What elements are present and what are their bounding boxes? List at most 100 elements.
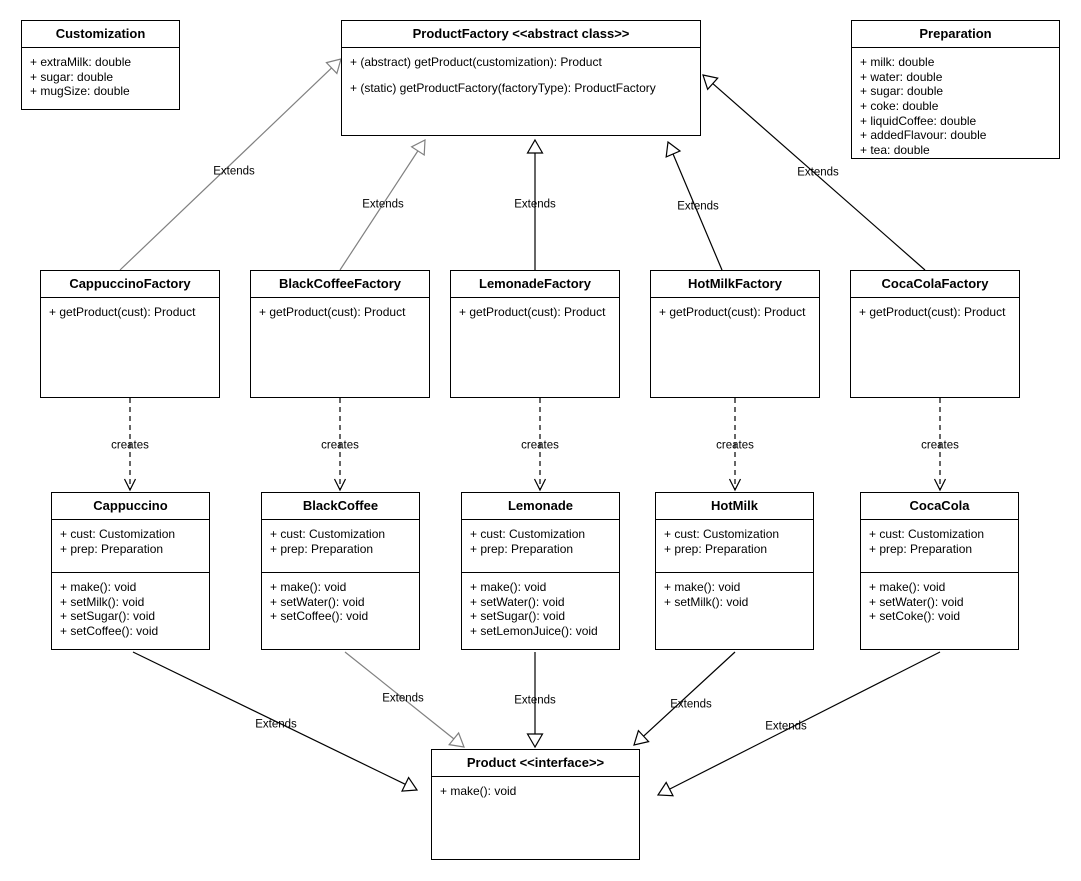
uml-class-title-lemonade-factory: LemonadeFactory — [451, 271, 619, 298]
uml-class-product-factory[interactable]: ProductFactory <<abstract class>> + (abst… — [341, 20, 701, 136]
uml-member: + sugar: double — [860, 84, 944, 99]
uml-class-cappuccino-factory[interactable]: CappuccinoFactory + getProduct(cust): Pro… — [40, 270, 220, 398]
uml-class-preparation[interactable]: Preparation+ milk: double+ water: double… — [851, 20, 1060, 159]
uml-class-title-customization: Customization — [22, 21, 179, 48]
uml-class-cocacola[interactable]: CocaCola+ cust: Customization+ prep: Pre… — [860, 492, 1019, 650]
uml-compartment-hotmilk-1: + make(): void+ setMilk(): void — [656, 572, 813, 649]
uml-class-cappuccino[interactable]: Cappuccino+ cust: Customization+ prep: P… — [51, 492, 210, 650]
uml-class-title-cocacola: CocaCola — [861, 493, 1018, 520]
uml-class-cocacola-factory[interactable]: CocaColaFactory + getProduct(cust): Produ… — [850, 270, 1020, 398]
uml-class-title-hotmilk-factory: HotMilkFactory — [651, 271, 819, 298]
uml-compartment-blackcoffee-1: + make(): void+ setWater(): void+ setCof… — [262, 572, 419, 649]
inheritance-arrowhead-icon — [410, 138, 426, 157]
uml-member: + setMilk(): void — [664, 594, 749, 609]
edge-label-hotmilkfactory-creates-hotmilk: creates — [716, 439, 754, 452]
inheritance-arrowhead-icon — [665, 140, 682, 158]
uml-member: + setSugar(): void — [60, 609, 156, 624]
uml-member: + extraMilk: double — [30, 55, 132, 69]
uml-member: + (abstract) getProduct(customization): … — [350, 55, 602, 69]
uml-member: + coke: double — [860, 98, 939, 113]
edge-label-cocacolafactory-extends-productfactory: Extends — [797, 166, 839, 179]
uml-class-blackcoffee[interactable]: BlackCoffee + cust: Customization+ prep: … — [261, 492, 420, 650]
uml-compartment-cappuccino-factory-0: + getProduct(cust): Product — [41, 298, 219, 397]
uml-compartment-product-0: + make(): void — [432, 777, 639, 859]
edge-label-blackcoffeefactory-creates-blackcoffee: creates — [321, 439, 359, 452]
uml-member: + getProduct(cust): Product — [259, 305, 406, 319]
inheritance-arrowhead-icon — [633, 729, 650, 746]
uml-class-lemonade-factory[interactable]: LemonadeFactory+ getProduct(cust): Produ… — [450, 270, 620, 398]
uml-member: + cust: Customization — [470, 527, 586, 541]
uml-class-title-product-factory: ProductFactory <<abstract class>> — [342, 21, 700, 48]
edge-label-blackcoffee-extends-product: Extends — [382, 692, 424, 705]
uml-member: + prep: Preparation — [664, 541, 768, 556]
uml-class-title-preparation: Preparation — [852, 21, 1059, 48]
uml-class-customization[interactable]: Customization+ extraMilk: double+ sugar:… — [21, 20, 180, 110]
edge-label-blackcoffeefactory-extends-productfactory: Extends — [362, 198, 404, 211]
uml-class-title-cappuccino-factory: CappuccinoFactory — [41, 271, 219, 298]
uml-compartment-cocacola-1: + make(): void+ setWater(): void+ setCok… — [861, 572, 1018, 649]
uml-compartment-product-factory-0: + (abstract) getProduct(customization): … — [342, 48, 700, 135]
uml-compartment-cappuccino-1: + make(): void+ setMilk(): void+ setSuga… — [52, 572, 209, 649]
uml-member: + setWater(): void — [270, 594, 365, 609]
uml-compartment-lemonade-factory-0: + getProduct(cust): Product — [451, 298, 619, 397]
uml-member: + addedFlavour: double — [860, 128, 987, 143]
uml-member: + tea: double — [860, 142, 930, 157]
uml-member: + make(): void — [470, 580, 547, 594]
uml-class-hotmilk-factory[interactable]: HotMilkFactory + getProduct(cust): Produc… — [650, 270, 820, 398]
uml-member: + prep: Preparation — [470, 541, 574, 556]
uml-member: + getProduct(cust): Product — [49, 305, 196, 319]
uml-class-lemonade[interactable]: Lemonade+ cust: Customization+ prep: Pre… — [461, 492, 620, 650]
dependency-arrowhead-icon — [728, 478, 742, 492]
edge-label-hotmilkfactory-extends-productfactory: Extends — [677, 200, 719, 213]
inheritance-arrowhead-icon — [526, 733, 544, 749]
dependency-arrowhead-icon — [333, 478, 347, 492]
uml-member: + make(): void — [270, 580, 347, 594]
uml-member: + setWater(): void — [470, 594, 565, 609]
inheritance-arrowhead-icon — [526, 138, 544, 154]
uml-class-title-blackcoffee: BlackCoffee — [262, 493, 419, 520]
dependency-arrowhead-icon — [933, 478, 947, 492]
uml-member: + cust: Customization — [664, 527, 780, 541]
uml-member: + getProduct(cust): Product — [859, 305, 1006, 319]
inheritance-arrowhead-icon — [325, 58, 342, 75]
uml-member: + prep: Preparation — [869, 541, 973, 556]
uml-class-product[interactable]: Product <<interface>> + make(): void — [431, 749, 640, 860]
uml-member: + setCoke(): void — [869, 609, 961, 624]
inheritance-arrowhead-icon — [448, 731, 465, 748]
uml-class-title-cocacola-factory: CocaColaFactory — [851, 271, 1019, 298]
uml-compartment-hotmilk-factory-0: + getProduct(cust): Product — [651, 298, 819, 397]
uml-member: + mugSize: double — [30, 84, 130, 99]
uml-member: + cust: Customization — [270, 527, 386, 541]
edge-label-cappuccino-extends-product: Extends — [255, 718, 297, 731]
uml-member: + getProduct(cust): Product — [659, 305, 806, 319]
uml-member: + make(): void — [60, 580, 137, 594]
edge-label-cocacolafactory-creates-cocacola: creates — [921, 439, 959, 452]
uml-class-title-lemonade: Lemonade — [462, 493, 619, 520]
inheritance-arrowhead-icon — [401, 776, 419, 792]
uml-member: + setCoffee(): void — [60, 623, 159, 638]
uml-member: + (static) getProductFactory(factoryType… — [350, 80, 656, 95]
uml-compartment-hotmilk-0: + cust: Customization+ prep: Preparation — [656, 520, 813, 572]
uml-member: + make(): void — [869, 580, 946, 594]
uml-member: + water: double — [860, 69, 943, 84]
uml-compartment-lemonade-0: + cust: Customization+ prep: Preparation — [462, 520, 619, 572]
edge-label-lemonade-extends-product: Extends — [514, 694, 556, 707]
uml-class-hotmilk[interactable]: HotMilk+ cust: Customization+ prep: Prep… — [655, 492, 814, 650]
uml-class-title-product: Product <<interface>> — [432, 750, 639, 777]
edge-label-lemonadefactory-creates-lemonade: creates — [521, 439, 559, 452]
uml-compartment-lemonade-1: + make(): void+ setWater(): void+ setSug… — [462, 572, 619, 649]
uml-member: + cust: Customization — [869, 527, 985, 541]
uml-class-title-blackcoffee-factory: BlackCoffeeFactory — [251, 271, 429, 298]
edge-label-lemonadefactory-extends-productfactory: Extends — [514, 198, 556, 211]
uml-compartment-cappuccino-0: + cust: Customization+ prep: Preparation — [52, 520, 209, 572]
uml-class-title-hotmilk: HotMilk — [656, 493, 813, 520]
edge-label-cocacola-extends-product: Extends — [765, 720, 807, 733]
uml-member: + prep: Preparation — [270, 541, 374, 556]
uml-member: + cust: Customization — [60, 527, 176, 541]
uml-compartment-cocacola-0: + cust: Customization+ prep: Preparation — [861, 520, 1018, 572]
uml-class-blackcoffee-factory[interactable]: BlackCoffeeFactory + getProduct(cust): Pr… — [250, 270, 430, 398]
edge-label-cappuccinofactory-creates-cappuccino: creates — [111, 439, 149, 452]
uml-member: + setLemonJuice(): void — [470, 623, 598, 638]
uml-member: + make(): void — [440, 784, 517, 798]
